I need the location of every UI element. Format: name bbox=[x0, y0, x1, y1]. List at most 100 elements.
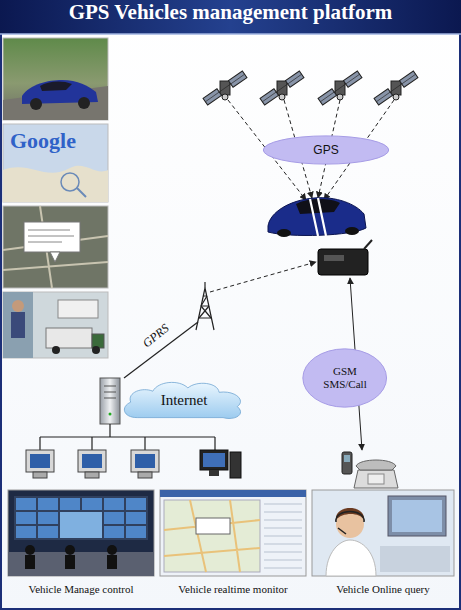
page-title: GPS Vehicles management platform bbox=[0, 0, 461, 34]
control-room-photo-part-part bbox=[65, 555, 75, 569]
node-label: GPS bbox=[313, 143, 338, 157]
monitor-software-photo-part bbox=[160, 490, 306, 576]
gprs-tower-part bbox=[199, 296, 211, 318]
map-photo-part bbox=[3, 124, 108, 202]
control-room-photo-part-part bbox=[107, 555, 117, 569]
control-room-photo-part-part bbox=[16, 498, 36, 510]
satellites bbox=[203, 71, 418, 105]
control-room-photo-part-part bbox=[65, 545, 75, 555]
monitor-software-photo-part-part bbox=[264, 568, 302, 569]
monitor-software-photo-part bbox=[196, 518, 230, 534]
control-room-photo-part-part bbox=[126, 498, 146, 510]
control-room-photo-part-part bbox=[38, 526, 58, 538]
call-center-photo-part bbox=[312, 490, 454, 576]
monitor-software-photo-part bbox=[264, 504, 302, 568]
server-part bbox=[109, 413, 112, 416]
server-part bbox=[104, 398, 116, 399]
network-bus-part bbox=[40, 436, 215, 437]
map-photo-part bbox=[61, 173, 79, 191]
control-room-photo-part bbox=[8, 552, 154, 576]
photo-panel: Vehicle realtime monitor bbox=[160, 490, 306, 602]
map-photo-part bbox=[77, 188, 86, 197]
trucks-photo-part bbox=[3, 292, 108, 358]
ellipse-fill bbox=[303, 349, 387, 407]
control-room-photo-part-part bbox=[60, 498, 80, 510]
satellite-map-photo-part bbox=[28, 236, 74, 237]
monitors-part bbox=[26, 450, 54, 472]
gprs-link bbox=[210, 262, 316, 292]
photo-panel: Vehicle Manage control bbox=[8, 490, 154, 602]
monitor-software-photo-part bbox=[164, 500, 260, 572]
server-part bbox=[100, 378, 120, 424]
car-figure bbox=[268, 198, 366, 237]
call-center-photo-part bbox=[388, 496, 446, 536]
control-room-photo-part-part bbox=[38, 512, 58, 524]
monitor-software-photo-part-part bbox=[264, 536, 302, 537]
trucks-photo-part bbox=[3, 292, 33, 358]
satellites-part bbox=[260, 71, 304, 105]
photo-panel: Vehicle Online query bbox=[312, 490, 454, 602]
car-photo-part bbox=[3, 38, 108, 120]
gps-ellipse: GPS bbox=[262, 135, 390, 165]
trucks-photo-part bbox=[12, 300, 24, 312]
monitor-software-photo-part bbox=[164, 500, 260, 572]
internet-cloud: Internet bbox=[119, 378, 249, 422]
photo-caption: Vehicle realtime monitor bbox=[178, 583, 287, 596]
satellite-map-photo-part bbox=[28, 230, 70, 231]
control-room-photo-part-part bbox=[104, 512, 124, 524]
car-photo-part bbox=[30, 98, 42, 110]
photo-caption: Vehicle Manage control bbox=[28, 583, 133, 596]
satellite-map-photo-part bbox=[28, 242, 62, 243]
gprs-tower bbox=[196, 282, 214, 330]
cloud-fill bbox=[124, 382, 240, 418]
trucks-photo-part bbox=[46, 328, 92, 348]
control-room-photo-part-part bbox=[107, 545, 117, 555]
satellite-map-photo-part bbox=[24, 222, 80, 252]
monitors-part bbox=[33, 472, 47, 478]
control-room-photo-part-part bbox=[38, 498, 58, 510]
title-bar bbox=[0, 0, 461, 34]
control-room-photo-part-part bbox=[60, 512, 102, 538]
monitors-part bbox=[203, 453, 225, 467]
satellites-part bbox=[203, 71, 247, 105]
server-part bbox=[104, 386, 116, 387]
gprs-tower-part bbox=[196, 288, 214, 330]
satellite-map-photo-part bbox=[50, 252, 60, 262]
control-room-photo-part-part bbox=[25, 545, 35, 555]
monitors-part bbox=[209, 470, 219, 476]
control-room-photo-part bbox=[8, 490, 154, 576]
gprs-tower-part bbox=[204, 282, 205, 288]
call-center-photo bbox=[312, 490, 454, 576]
phones-part bbox=[356, 460, 396, 470]
monitor-software-photo-part-part bbox=[264, 544, 302, 545]
monitor-software-photo-part-part bbox=[264, 560, 302, 561]
network-bus-part bbox=[109, 424, 110, 437]
monitor-software-photo-part bbox=[160, 490, 306, 497]
control-room-photo-part-part bbox=[82, 498, 102, 510]
car-figure-part bbox=[310, 198, 326, 236]
control-room-photo-part-part bbox=[104, 526, 124, 538]
monitor-software-photo-part-part bbox=[264, 528, 302, 529]
call-center-photo-part bbox=[336, 510, 364, 538]
network-bus bbox=[40, 424, 215, 450]
control-room-photo-part-part bbox=[16, 512, 36, 524]
gps-tracker bbox=[318, 240, 372, 275]
car-figure-part bbox=[277, 229, 291, 237]
call-center-photo-part bbox=[338, 528, 346, 534]
gps-tracker-part bbox=[324, 255, 344, 261]
monitor-software-photo-part-part bbox=[264, 520, 302, 521]
call-center-photo-part bbox=[392, 500, 442, 532]
trucks-photo bbox=[3, 292, 108, 358]
control-room-photo-part-part bbox=[25, 555, 35, 569]
server bbox=[100, 378, 120, 424]
map-photo bbox=[3, 124, 108, 202]
trucks-photo-part bbox=[92, 346, 100, 354]
monitors-part bbox=[82, 454, 102, 468]
call-center-photo-part bbox=[380, 546, 450, 572]
control-room-photo-part-part bbox=[126, 512, 146, 524]
monitors-part bbox=[135, 454, 155, 468]
